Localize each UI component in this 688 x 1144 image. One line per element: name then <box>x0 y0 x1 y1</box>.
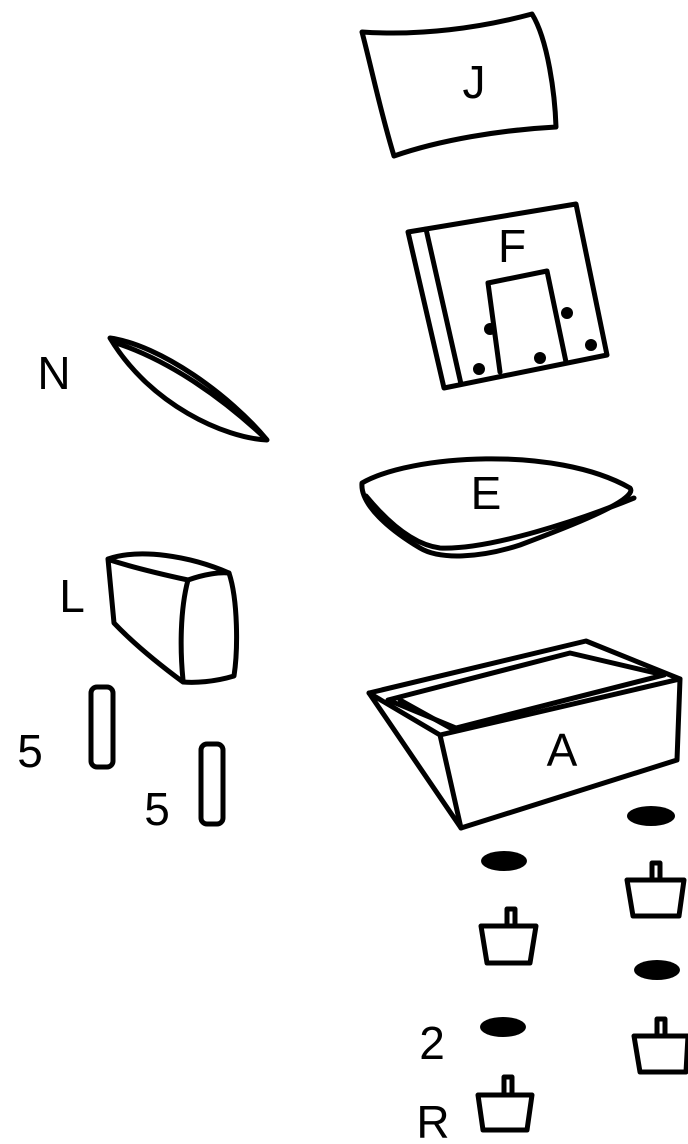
part-r-label: R <box>416 1096 449 1144</box>
part-e-seat-cushion: E <box>362 459 634 556</box>
part-5-label-a: 5 <box>17 725 43 777</box>
part-n-pillow: N <box>37 338 267 440</box>
plate-1 <box>481 851 527 871</box>
part-l-label: L <box>59 570 85 622</box>
plate-4 <box>480 1017 526 1037</box>
part-5-leg-a: 5 <box>17 687 113 777</box>
part-j-back-cushion: J <box>362 14 556 156</box>
part-2-label: 2 <box>419 1017 445 1069</box>
part-r-feet: R <box>416 863 688 1144</box>
part-e-label: E <box>471 467 502 519</box>
plate-2 <box>627 806 675 826</box>
part-5-label-b: 5 <box>144 783 170 835</box>
part-f-label: F <box>498 220 526 272</box>
foot-4 <box>478 1077 532 1130</box>
part-n-label: N <box>37 347 70 399</box>
part-f-back-panel: F <box>408 204 607 388</box>
part-j-label: J <box>463 56 486 108</box>
part-a-base-frame: A <box>369 641 680 828</box>
plate-3 <box>634 960 680 980</box>
part-2-plates: 2 <box>419 806 680 1069</box>
foot-1 <box>481 909 536 963</box>
foot-2 <box>627 863 684 916</box>
foot-3 <box>634 1019 688 1072</box>
part-a-label: A <box>547 724 578 776</box>
part-l-armrest: L <box>59 554 236 682</box>
part-5-leg-b: 5 <box>144 744 223 835</box>
